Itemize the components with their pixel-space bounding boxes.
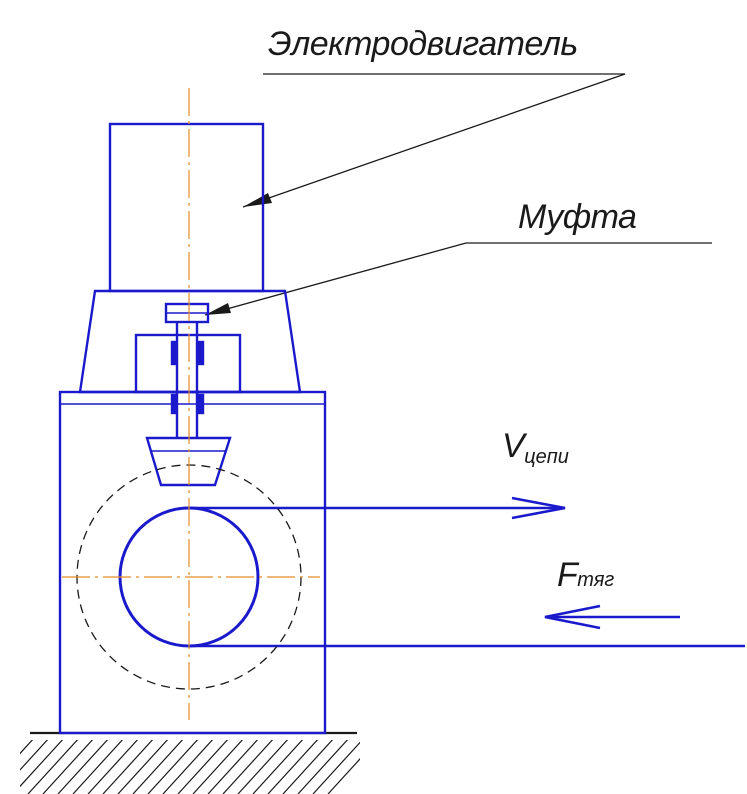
force-subscript: тяг: [577, 569, 614, 591]
motor-label: Электродвигатель: [268, 25, 578, 63]
velocity-arrowhead: [511, 496, 566, 520]
motor-body: [108, 122, 265, 293]
hatch-line: [20, 740, 64, 788]
hatch-line: [20, 740, 49, 771]
force-arrowhead: [544, 604, 601, 630]
hatch-line: [162, 740, 214, 794]
hatch-line: [87, 740, 139, 794]
motor-leader-line: [242, 73, 626, 208]
gearbox-housing: [58, 390, 327, 735]
coupling-leader-arrowhead: [205, 303, 231, 315]
force-symbol: F: [557, 556, 580, 594]
ground-hatching: [20, 740, 360, 794]
hatch-line: [27, 740, 79, 794]
hatch-line: [72, 740, 124, 794]
hatch-line: [192, 740, 244, 794]
motor-leader-arrowhead: [243, 193, 272, 207]
hatch-line: [282, 740, 334, 794]
hatch-line: [327, 758, 360, 794]
hatch-line: [312, 741, 360, 794]
hatch-line: [267, 740, 319, 794]
svg-text:Vцепи: Vцепи: [502, 427, 569, 468]
bevel-gear: [145, 436, 232, 487]
hatch-line: [207, 740, 259, 794]
motor-callout: Электродвигатель: [242, 25, 626, 208]
bearing-mark-1: [170, 340, 178, 366]
mechanism-outline: [58, 122, 745, 735]
hatch-line: [132, 740, 184, 794]
force-label: Fтяг: [557, 556, 614, 594]
velocity-subscript: цепи: [524, 446, 569, 468]
hatch-line: [237, 740, 289, 794]
hatch-line: [20, 740, 34, 755]
centerlines: [62, 88, 320, 720]
coupling-callout: Муфта: [204, 198, 712, 316]
bearing-housing: [134, 333, 242, 394]
bearing-mark-2: [197, 340, 205, 366]
coupling-leader-line: [204, 242, 467, 316]
hatch-line: [57, 740, 109, 794]
svg-text:Fтяг: Fтяг: [557, 556, 614, 594]
hatch-line: [102, 740, 154, 794]
ground: [20, 731, 360, 794]
bearing-mark-4: [197, 393, 205, 415]
hatch-line: [222, 740, 274, 794]
velocity-symbol: V: [502, 427, 528, 465]
velocity-label: Vцепи: [502, 427, 569, 468]
hatch-line: [42, 740, 94, 794]
hatch-line: [297, 740, 349, 794]
motor-bracket: [78, 289, 302, 394]
hatch-line: [147, 740, 199, 794]
hatch-line: [252, 740, 304, 794]
hatch-line: [117, 740, 169, 794]
coupling-label: Муфта: [518, 198, 636, 236]
hatch-line: [177, 740, 229, 794]
bearing-mark-3: [170, 393, 178, 415]
